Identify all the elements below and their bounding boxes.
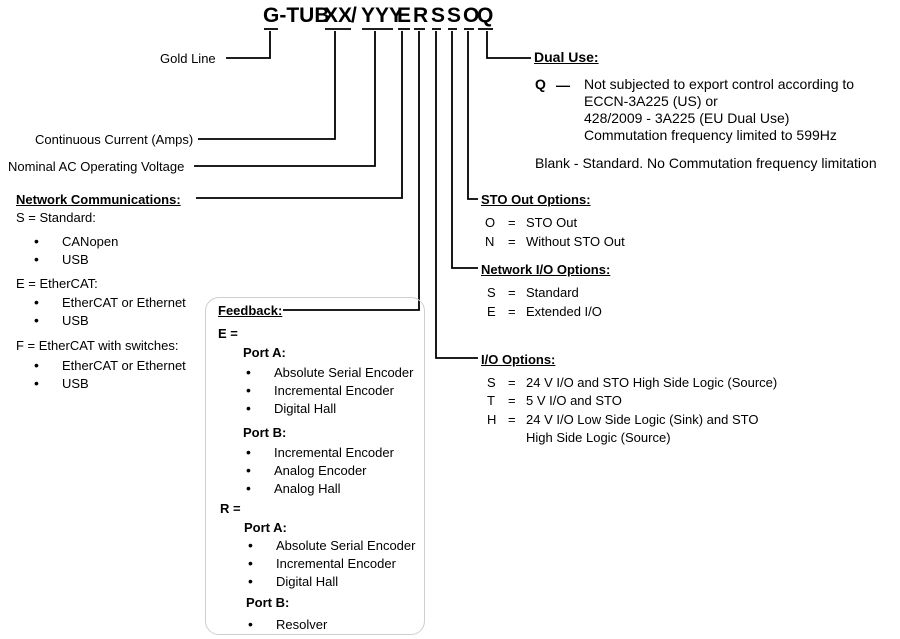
io-title: I/O Options:	[481, 352, 556, 367]
code-g-tub: G-TUB	[263, 4, 330, 27]
io-val: 5 V I/O and STO	[526, 393, 622, 408]
network-s-item: CANopen	[62, 234, 119, 249]
feedback-item: Absolute Serial Encoder	[276, 538, 416, 553]
io-key: T	[487, 393, 495, 408]
bullet: •	[246, 382, 251, 398]
nominal-voltage-label: Nominal AC Operating Voltage	[8, 159, 185, 174]
code-e: E	[397, 4, 412, 27]
bullet: •	[246, 364, 251, 380]
bullet: •	[34, 251, 39, 267]
io-eq: =	[508, 393, 516, 408]
bullet: •	[246, 400, 251, 416]
io-key: H	[487, 412, 497, 427]
feedback-e-label: E =	[218, 326, 238, 341]
network-io-val: Standard	[526, 285, 579, 300]
dual-use-q-line: 428/2009 - 3A225 (EU Dual Use)	[584, 110, 790, 126]
dual-use-q-line: ECCN-3A225 (US) or	[584, 93, 718, 109]
dual-use-q-line: Not subjected to export control accordin…	[584, 76, 855, 92]
network-e-label: E = EtherCAT:	[16, 276, 98, 291]
code-slash: /	[351, 4, 357, 27]
bullet: •	[248, 573, 253, 589]
bullet: •	[248, 616, 253, 632]
code-o: O	[463, 4, 480, 27]
feedback-item: Absolute Serial Encoder	[274, 365, 414, 380]
network-e-item: EtherCAT or Ethernet	[62, 295, 186, 310]
feedback-item: Incremental Encoder	[274, 383, 394, 398]
dual-use-dash: —	[556, 77, 570, 93]
code-s2: S	[447, 4, 462, 27]
code-q: Q	[477, 4, 494, 27]
dual-use-q-line: Commutation frequency limited to 599Hz	[584, 127, 837, 143]
feedback-item: Digital Hall	[274, 401, 337, 416]
bullet: •	[34, 233, 39, 249]
bullet: •	[34, 375, 39, 391]
feedback-e-port-b: Port B:	[243, 425, 287, 440]
feedback-item: Incremental Encoder	[276, 556, 396, 571]
bullet: •	[246, 462, 251, 478]
code-r: R	[413, 4, 429, 27]
code-xx: XX	[324, 4, 353, 27]
bullet: •	[246, 480, 251, 496]
feedback-item: Analog Encoder	[274, 463, 367, 478]
feedback-r-port-a: Port A:	[244, 520, 287, 535]
network-f-item: EtherCAT or Ethernet	[62, 358, 186, 373]
io-val-continued: High Side Logic (Source)	[526, 430, 671, 445]
bullet: •	[248, 555, 253, 571]
network-e-item: USB	[62, 313, 89, 328]
network-io-key: E	[487, 304, 496, 319]
feedback-r-port-b: Port B:	[246, 595, 290, 610]
dual-use-title: Dual Use:	[534, 49, 599, 65]
io-val: 24 V I/O and STO High Side Logic (Source…	[526, 375, 778, 390]
bullet: •	[34, 357, 39, 373]
network-comm-title: Network Communications:	[16, 192, 181, 207]
io-eq: =	[508, 375, 516, 390]
network-io-eq: =	[508, 304, 516, 319]
feedback-title: Feedback:	[218, 303, 283, 318]
feedback-r-label: R =	[220, 501, 241, 516]
io-eq: =	[508, 412, 516, 427]
gold-line-label: Gold Line	[160, 51, 216, 66]
io-key: S	[487, 375, 496, 390]
sto-val: Without STO Out	[526, 234, 625, 249]
bullet: •	[34, 312, 39, 328]
code-s1: S	[431, 4, 446, 27]
bullet: •	[246, 444, 251, 460]
network-s-item: USB	[62, 252, 89, 267]
network-io-eq: =	[508, 285, 516, 300]
feedback-item: Digital Hall	[276, 574, 339, 589]
sto-val: STO Out	[526, 215, 578, 230]
bullet: •	[248, 537, 253, 553]
dual-use-q-key: Q	[535, 76, 546, 92]
dual-use-blank: Blank - Standard. No Commutation frequen…	[535, 155, 877, 171]
sto-title: STO Out Options:	[481, 192, 591, 207]
network-io-key: S	[487, 285, 496, 300]
network-io-val: Extended I/O	[526, 304, 602, 319]
sto-key: O	[485, 215, 496, 230]
feedback-box	[205, 297, 425, 635]
network-f-item: USB	[62, 376, 89, 391]
feedback-e-port-a: Port A:	[243, 345, 286, 360]
network-io-title: Network I/O Options:	[481, 262, 611, 277]
network-f-label: F = EtherCAT with switches:	[16, 338, 179, 353]
feedback-item: Resolver	[276, 617, 328, 632]
sto-eq: =	[508, 234, 516, 249]
feedback-item: Analog Hall	[274, 481, 341, 496]
sto-key: N	[485, 234, 495, 249]
bullet: •	[34, 294, 39, 310]
feedback-item: Incremental Encoder	[274, 445, 394, 460]
network-s-label: S = Standard:	[16, 210, 96, 225]
sto-eq: =	[508, 215, 516, 230]
code-yyy: YYY	[361, 4, 404, 27]
io-val: 24 V I/O Low Side Logic (Sink) and STO	[526, 412, 759, 427]
continuous-current-label: Continuous Current (Amps)	[35, 132, 194, 147]
